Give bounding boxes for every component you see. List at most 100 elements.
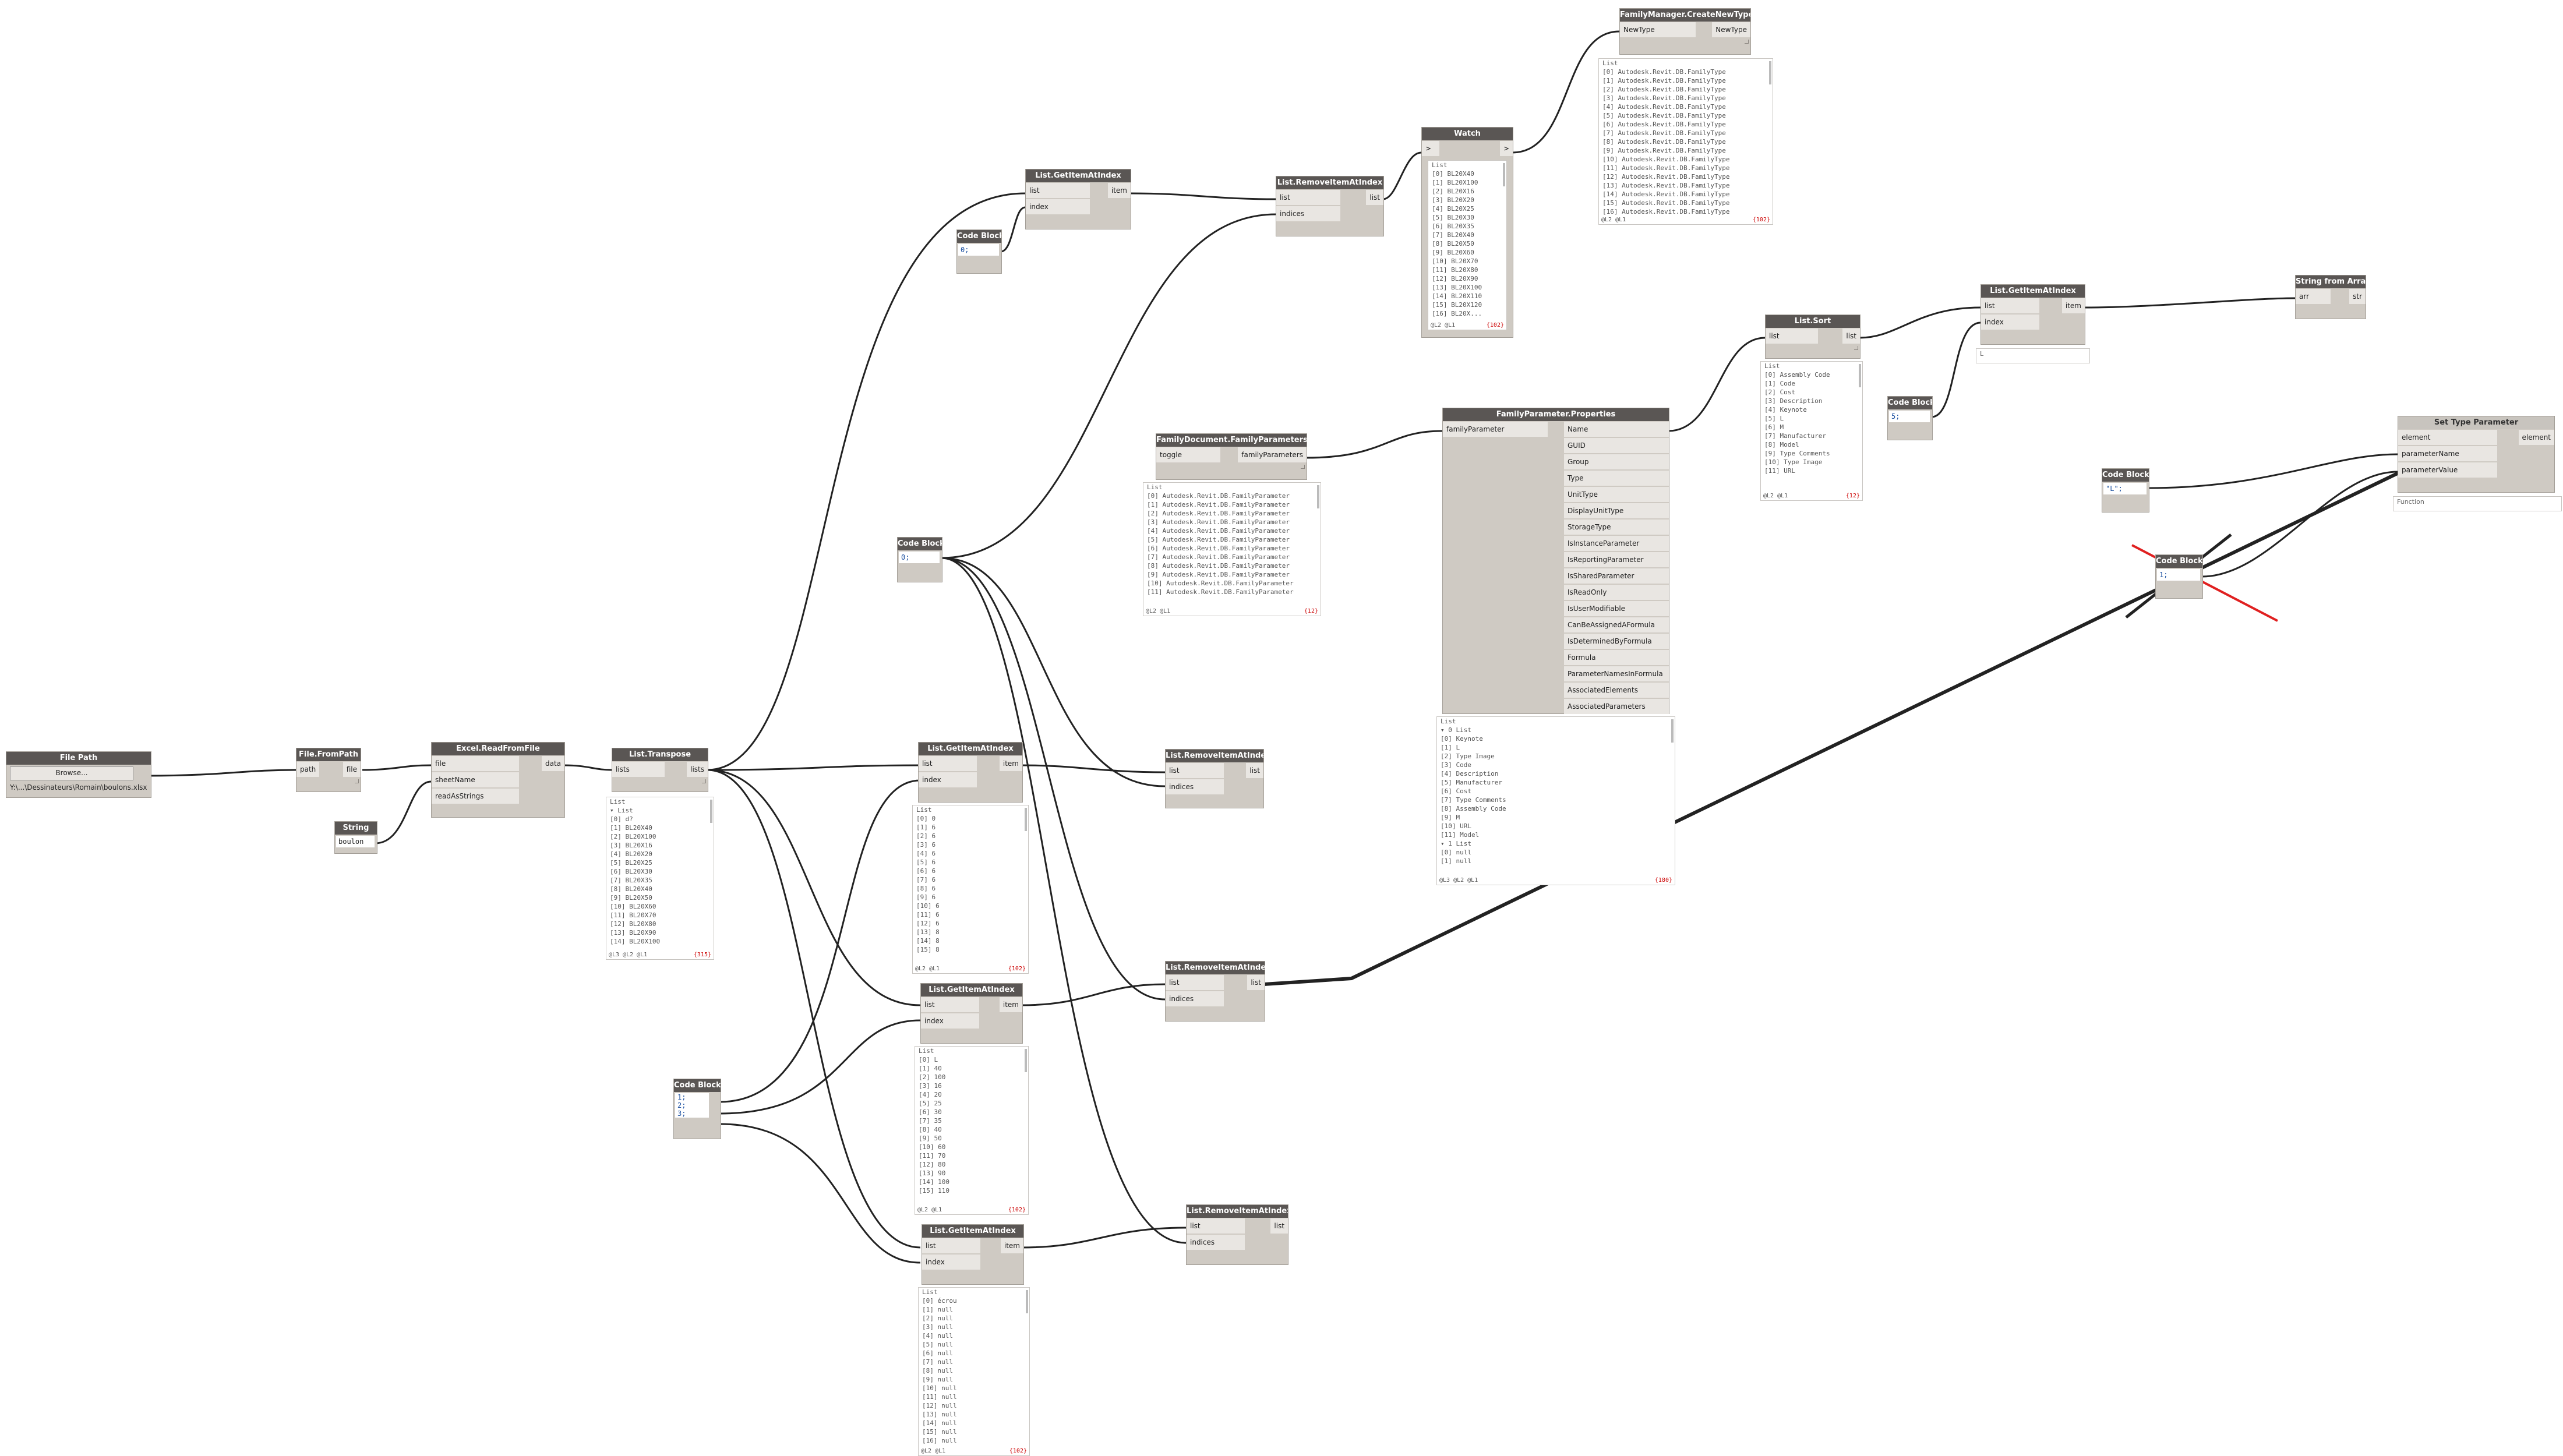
node-getitem-sort[interactable]: List.GetItemAtIndex list index item	[1980, 284, 2085, 345]
port-sheetname[interactable]: sheetName	[432, 772, 519, 787]
port-list-out[interactable]: list	[1366, 190, 1383, 205]
port-prop-output[interactable]: Type	[1564, 471, 1669, 486]
node-file-path[interactable]: File Path Browse... Y:\...\Dessinateurs\…	[6, 751, 151, 798]
node-getitem-top[interactable]: List.GetItemAtIndex list index item	[1025, 169, 1131, 229]
scrollbar[interactable]	[1025, 1049, 1027, 1072]
port-prop-output[interactable]: IsReadOnly	[1564, 585, 1669, 600]
scrollbar[interactable]	[710, 800, 712, 823]
watch-getitem-2[interactable]: List [0] L [1] 40 [2] 100 [3] 16 [4] 20 …	[915, 1046, 1029, 1215]
port-list-out[interactable]: list	[1270, 1218, 1288, 1234]
code-line-3[interactable]: 3;	[677, 1109, 686, 1118]
port-item[interactable]: item	[999, 997, 1022, 1012]
node-getitem-2[interactable]: List.GetItemAtIndex list index item	[920, 983, 1023, 1044]
port-prop-output[interactable]: UnitType	[1564, 487, 1669, 502]
node-code-block-deleted[interactable]: Code Block 1;	[2155, 554, 2203, 599]
node-remove-top[interactable]: List.RemoveItemAtIndex list indices list	[1276, 176, 1384, 236]
port-list[interactable]: list	[1026, 183, 1090, 198]
port-item[interactable]: item	[2061, 298, 2085, 313]
watch-getitem-1[interactable]: List [0] 0 [1] 6 [2] 6 [3] 6 [4] 6 [5] 6…	[912, 805, 1029, 974]
watch-transpose[interactable]: List ▾ List [0] d? [1] BL20X40 [2] BL20X…	[606, 797, 714, 960]
port-index[interactable]: index	[921, 1013, 979, 1029]
port-out[interactable]: >	[1499, 141, 1513, 156]
port-prop-output[interactable]: AssociatedElements	[1564, 683, 1669, 698]
port-item[interactable]: item	[1107, 183, 1131, 198]
port-list-out[interactable]: list	[1842, 328, 1860, 344]
port-parameter-value[interactable]: parameterValue	[2398, 462, 2497, 478]
code-input[interactable]: 5;	[1889, 411, 1930, 422]
node-remove-3[interactable]: List.RemoveItemAtIndex list indices list	[1186, 1204, 1288, 1265]
port-prop-output[interactable]: IsSharedParameter	[1564, 568, 1669, 584]
node-list-transpose[interactable]: List.Transpose lists lists	[612, 748, 708, 792]
port-file[interactable]: file	[343, 762, 361, 777]
watch-node-content[interactable]: List [0] BL20X40 [1] BL20X100 [2] BL20X1…	[1428, 160, 1507, 330]
port-prop-output[interactable]: Formula	[1564, 650, 1669, 665]
port-in[interactable]: >	[1422, 141, 1439, 156]
code-input[interactable]: 0;	[899, 552, 940, 563]
port-newtype-in[interactable]: NewType	[1620, 22, 1696, 37]
port-list[interactable]: list	[919, 756, 977, 771]
port-family-parameter[interactable]: familyParameter	[1443, 422, 1548, 437]
node-string[interactable]: String boulon	[334, 821, 377, 854]
code-input[interactable]: "L";	[2103, 483, 2147, 494]
browse-button[interactable]: Browse...	[10, 766, 133, 780]
node-set-type-parameter[interactable]: Set Type Parameter element parameterName…	[2398, 416, 2555, 493]
node-code-block-low[interactable]: Code Block 1; 2; 3;	[673, 1079, 721, 1139]
port-prop-output[interactable]: Name	[1564, 422, 1669, 437]
port-indices[interactable]: indices	[1166, 779, 1224, 794]
port-parameter-name[interactable]: parameterName	[2398, 446, 2497, 461]
scrollbar[interactable]	[1503, 163, 1505, 186]
port-item[interactable]: item	[1000, 1238, 1023, 1253]
port-list[interactable]: list	[1166, 975, 1224, 990]
port-prop-output[interactable]: StorageType	[1564, 520, 1669, 535]
watch-family-params[interactable]: List [0] Autodesk.Revit.DB.FamilyParamet…	[1143, 482, 1321, 616]
port-prop-output[interactable]: CanBeAssignedAFormula	[1564, 617, 1669, 632]
port-toggle[interactable]: toggle	[1156, 447, 1220, 462]
port-list-out[interactable]: list	[1247, 975, 1265, 990]
node-remove-1[interactable]: List.RemoveItemAtIndex list indices list	[1165, 749, 1264, 808]
scrollbar[interactable]	[1769, 61, 1771, 84]
watch-getitem-3[interactable]: List [0] écrou [1] null [2] null [3] nul…	[918, 1287, 1030, 1456]
watch-create-type[interactable]: List [0] Autodesk.Revit.DB.FamilyType [1…	[1598, 58, 1773, 225]
node-string-from-array[interactable]: String from Array arr str	[2295, 275, 2366, 319]
node-code-block-mid[interactable]: Code Block 0;	[897, 537, 942, 582]
port-list-out[interactable]: list	[1246, 763, 1263, 778]
node-getitem-1[interactable]: List.GetItemAtIndex list index item	[918, 742, 1023, 803]
code-input[interactable]: 1;	[2157, 569, 2200, 581]
port-list[interactable]: list	[921, 997, 979, 1012]
port-lists-in[interactable]: lists	[612, 762, 665, 777]
port-indices[interactable]: indices	[1276, 206, 1340, 221]
port-prop-output[interactable]: IsInstanceParameter	[1564, 536, 1669, 551]
scrollbar[interactable]	[1025, 808, 1027, 831]
port-prop-output[interactable]: IsReportingParameter	[1564, 552, 1669, 567]
scrollbar[interactable]	[1026, 1290, 1028, 1313]
port-element[interactable]: element	[2398, 430, 2497, 445]
port-index[interactable]: index	[922, 1254, 980, 1270]
watch-props[interactable]: List ▾ 0 List [0] Keynote [1] L [2] Type…	[1436, 716, 1675, 885]
port-prop-output[interactable]: IsUserModifiable	[1564, 601, 1669, 616]
port-path[interactable]: path	[296, 762, 320, 777]
port-arr[interactable]: arr	[2296, 289, 2331, 304]
port-family-parameters[interactable]: familyParameters	[1238, 447, 1307, 462]
port-index[interactable]: index	[1981, 314, 2039, 330]
port-indices[interactable]: indices	[1166, 991, 1224, 1006]
code-line-2[interactable]: 2;	[677, 1101, 686, 1109]
port-file[interactable]: file	[432, 756, 519, 771]
node-code-block-set[interactable]: Code Block "L";	[2102, 468, 2149, 513]
port-prop-output[interactable]: Group	[1564, 454, 1669, 469]
scrollbar[interactable]	[1671, 719, 1674, 743]
string-input[interactable]: boulon	[336, 836, 375, 847]
port-str[interactable]: str	[2349, 289, 2366, 304]
port-lists-out[interactable]: lists	[687, 762, 708, 777]
port-prop-output[interactable]: DisplayUnitType	[1564, 503, 1669, 518]
port-list[interactable]: list	[1981, 298, 2039, 313]
port-data[interactable]: data	[541, 756, 564, 771]
port-list[interactable]: list	[1187, 1218, 1245, 1234]
port-index[interactable]: index	[1026, 199, 1090, 214]
scrollbar[interactable]	[1859, 364, 1861, 387]
node-code-block-top[interactable]: Code Block 0;	[956, 229, 1002, 274]
port-list-in[interactable]: list	[1766, 328, 1818, 344]
port-newtype-out[interactable]: NewType	[1712, 22, 1750, 37]
port-item[interactable]: item	[999, 756, 1022, 771]
port-prop-output[interactable]: AssociatedParameters	[1564, 699, 1669, 714]
port-prop-output[interactable]: ParameterNamesInFormula	[1564, 666, 1669, 681]
